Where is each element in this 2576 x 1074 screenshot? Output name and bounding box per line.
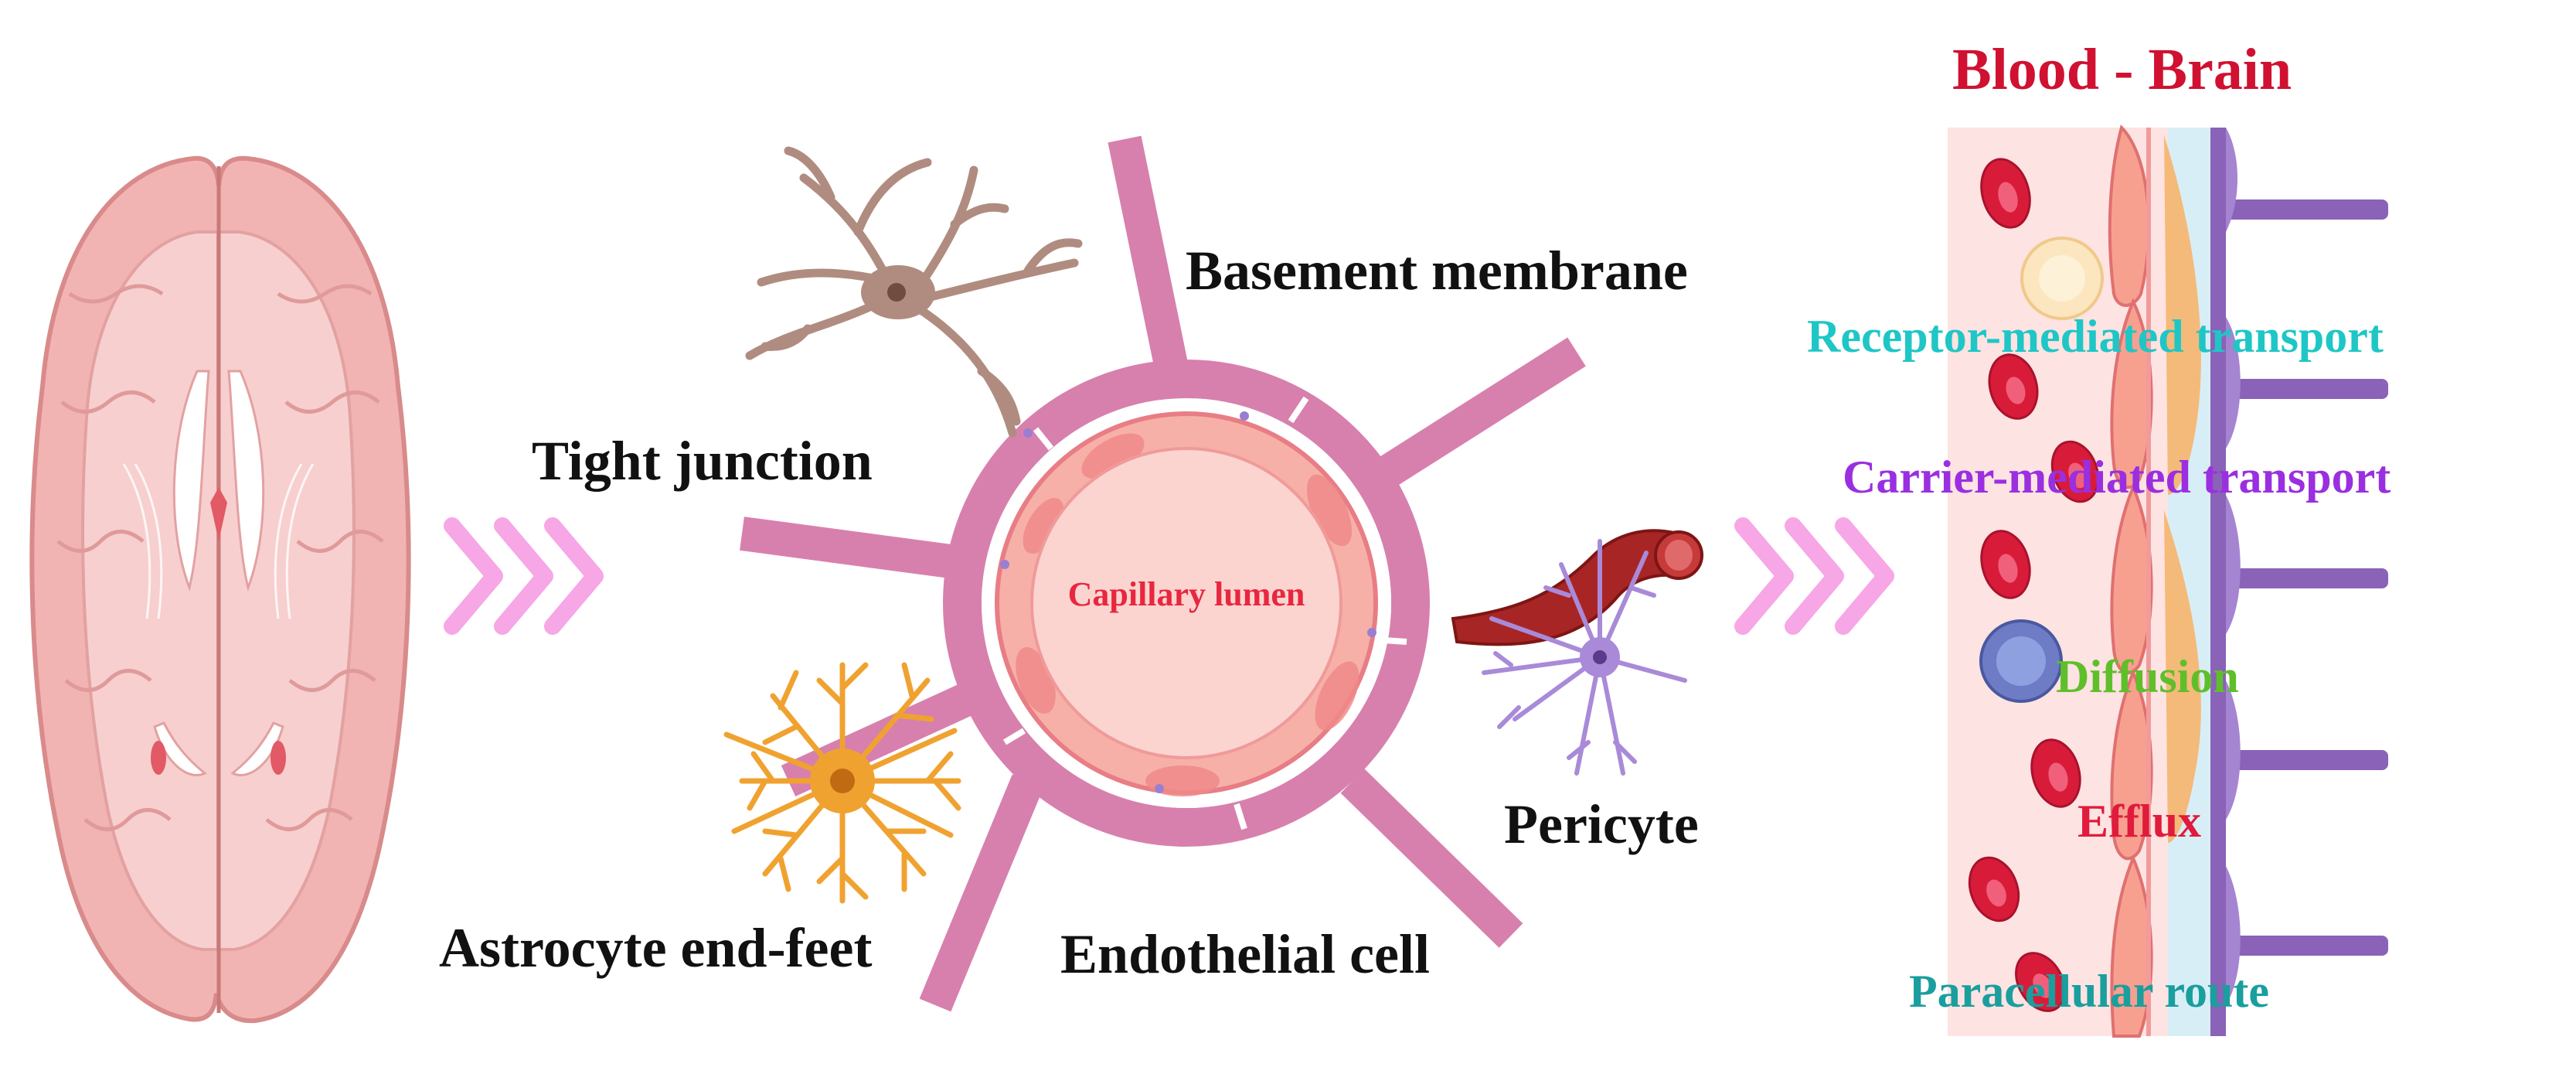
blood-vessel-icon [1451,529,1703,646]
label-route-paracellular: Paracellular route [1909,966,2269,1017]
label-route-carrier: Carrier-mediated transport [1843,452,2391,503]
label-tight-junction: Tight junction [532,430,873,492]
label-endothelial-cell: Endothelial cell [1060,923,1430,985]
brain-icon [29,155,411,1024]
label-capillary-lumen: Capillary lumen [1068,575,1305,613]
red-blood-cell-icon [1968,158,2100,1012]
chevron-arrows-icon [444,517,604,635]
label-route-diffusion: Diffusion [2056,651,2239,702]
capillary-cross-section [740,135,1586,1012]
label-route-receptor: Receptor-mediated transport [1807,311,2384,362]
label-blood-brain: Blood - Brain [1952,37,2292,102]
label-astrocyte-end-feet: Astrocyte end-feet [439,917,872,979]
label-route-efflux: Efflux [2077,796,2201,847]
label-basement-membrane: Basement membrane [1186,240,1688,302]
chevron-arrows-icon [1734,517,1894,635]
label-pericyte: Pericyte [1504,793,1699,855]
neuron-icon [745,146,1083,438]
